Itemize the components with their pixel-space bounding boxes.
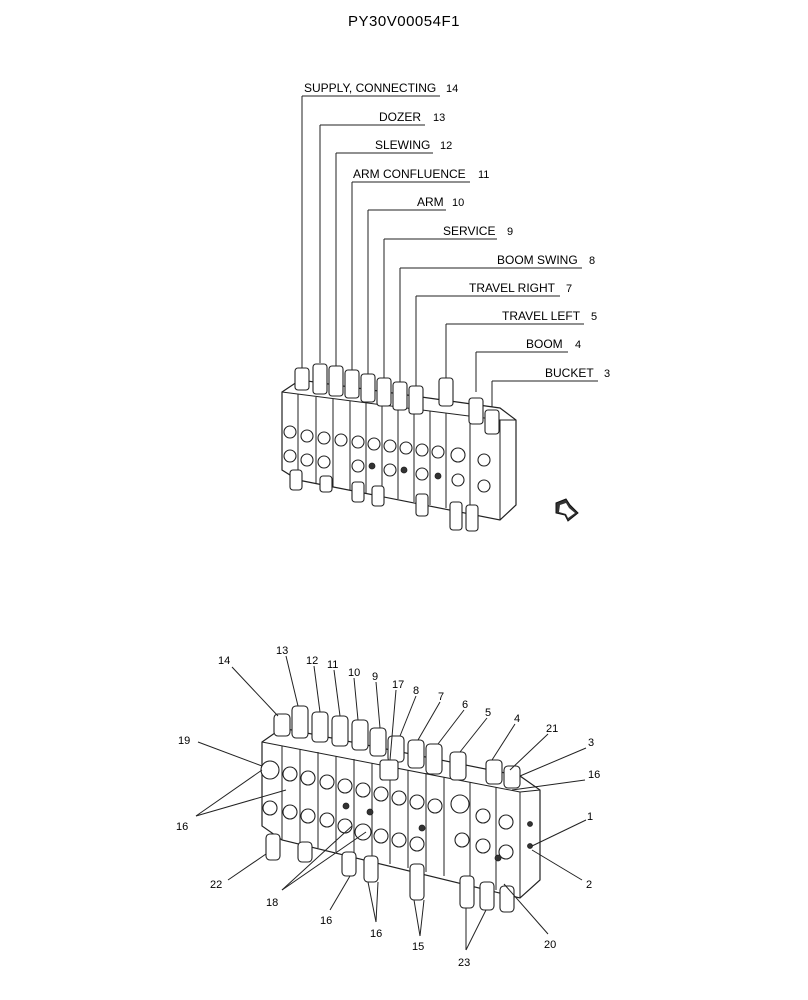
label-number: 11: [478, 169, 489, 181]
callout-23: 23: [458, 957, 470, 969]
callout-10: 10: [348, 667, 360, 679]
top-label-dozer: DOZER 13: [319, 110, 445, 363]
callout-20: 20: [544, 939, 556, 951]
top-label-travel-left: TRAVEL LEFT 5: [445, 309, 597, 378]
label-text: DOZER: [379, 110, 421, 124]
callout-9: 9: [372, 671, 378, 683]
label-number: 8: [589, 255, 595, 267]
label-number: 10: [452, 197, 464, 209]
callout-11: 11: [327, 659, 338, 671]
callout-14: 14: [218, 655, 230, 667]
callout-16-left: 16: [176, 821, 188, 833]
callout-17: 17: [392, 679, 404, 691]
top-label-arm: ARM 10: [367, 195, 464, 376]
callout-12: 12: [306, 655, 318, 667]
label-text: SLEWING: [375, 138, 430, 152]
top-label-travel-right: TRAVEL RIGHT 7: [415, 281, 572, 388]
label-text: BOOM SWING: [497, 253, 578, 267]
callout-6: 6: [462, 699, 468, 711]
label-number: 12: [440, 140, 452, 152]
callout-16-right: 16: [588, 769, 600, 781]
label-text: SUPPLY, CONNECTING: [304, 81, 436, 95]
callout-15: 15: [412, 941, 424, 953]
callout-numbers: 14 13 12 11 10 9 17 8 7 6 5 4 21 3 19 16…: [176, 645, 600, 969]
document-code: PY30V00054F1: [348, 13, 460, 30]
callout-19: 19: [178, 735, 190, 747]
callout-18: 18: [266, 897, 278, 909]
label-number: 9: [507, 226, 513, 238]
callout-7: 7: [438, 691, 444, 703]
label-text: SERVICE: [443, 224, 495, 238]
top-label-service: SERVICE 9: [383, 224, 513, 380]
label-text: TRAVEL LEFT: [502, 309, 581, 323]
top-label-supply-connecting: SUPPLY, CONNECTING 14: [301, 81, 458, 370]
callout-16-bottom: 16: [370, 928, 382, 940]
label-number: 13: [433, 112, 445, 124]
label-number: 5: [591, 311, 597, 323]
label-number: 14: [446, 83, 458, 95]
label-number: 3: [604, 368, 610, 380]
label-text: ARM CONFLUENCE: [353, 167, 466, 181]
label-number: 4: [575, 339, 581, 351]
label-text: BUCKET: [545, 366, 594, 380]
top-label-slewing: SLEWING 12: [335, 138, 452, 366]
callout-1: 1: [587, 811, 593, 823]
top-label-boom-swing: BOOM SWING 8: [399, 253, 595, 384]
callout-5: 5: [485, 707, 491, 719]
callout-8: 8: [413, 685, 419, 697]
callout-4: 4: [514, 713, 520, 725]
callout-3: 3: [588, 737, 594, 749]
top-view: SUPPLY, CONNECTING 14 DOZER 13 SLEWING 1…: [281, 81, 610, 532]
callout-21: 21: [546, 723, 558, 735]
callout-leaders: [195, 655, 587, 951]
label-text: ARM: [417, 195, 444, 209]
valve-block-top: [281, 363, 517, 532]
label-text: BOOM: [526, 337, 563, 351]
callout-16-bottom-left: 16: [320, 915, 332, 927]
label-number: 7: [566, 283, 572, 295]
top-label-boom: BOOM 4: [475, 337, 581, 392]
callout-22: 22: [210, 879, 222, 891]
bottom-view: 14 13 12 11 10 9 17 8 7 6 5 4 21 3 19 16…: [176, 645, 600, 969]
top-label-arm-confluence: ARM CONFLUENCE 11: [351, 167, 489, 372]
callout-2: 2: [586, 879, 592, 891]
callout-13: 13: [276, 645, 288, 657]
top-label-bucket: BUCKET 3: [491, 366, 610, 410]
direction-arrow-icon: [555, 498, 579, 522]
valve-block-bottom: [260, 705, 541, 913]
label-text: TRAVEL RIGHT: [469, 281, 556, 295]
